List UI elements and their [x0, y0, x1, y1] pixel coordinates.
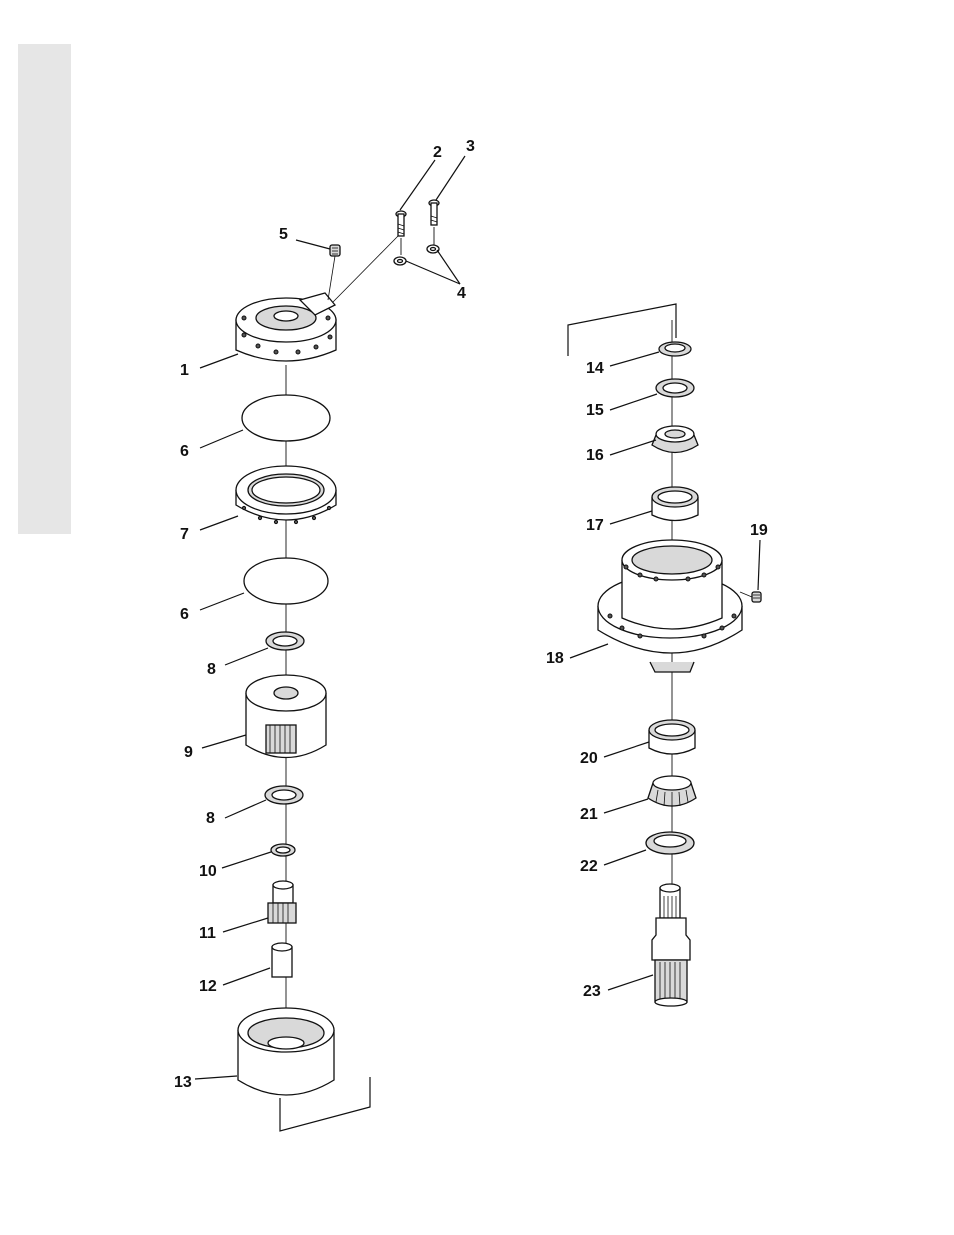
callout-3: 3: [466, 138, 475, 155]
part-21-bearing-cone: [648, 776, 696, 807]
callout-11: 11: [199, 925, 216, 942]
part-8-washer-upper: [266, 632, 304, 650]
callout-4: 4: [457, 285, 466, 302]
part-11-sun-gear: [268, 881, 296, 923]
part-13-hub: [238, 1008, 334, 1095]
part-6-gasket-lower: [244, 558, 328, 604]
callout-8-lower: 8: [206, 810, 215, 827]
part-22-seal: [646, 832, 694, 854]
callout-16: 16: [586, 447, 604, 464]
callout-8-upper: 8: [207, 661, 216, 678]
callout-6-upper: 6: [180, 443, 189, 460]
part-5-plug: [328, 245, 340, 300]
callout-20: 20: [580, 750, 598, 767]
callout-23: 23: [583, 983, 601, 1000]
callout-13: 13: [174, 1074, 192, 1091]
callout-5: 5: [279, 226, 288, 243]
part-14-seal: [659, 342, 691, 356]
callout-22: 22: [580, 858, 598, 875]
part-6-gasket-upper: [242, 395, 330, 441]
callout-1: 1: [180, 362, 189, 379]
part-9-carrier: [246, 675, 326, 758]
part-20-bearing-cup: [649, 720, 695, 754]
part-3-bolt: [429, 200, 439, 245]
callout-2: 2: [433, 144, 442, 161]
part-7-ring-gear: [236, 466, 336, 524]
part-17-bearing-cup: [652, 487, 698, 521]
callout-21: 21: [580, 806, 598, 823]
callout-7: 7: [180, 526, 189, 543]
part-23-output-shaft: [652, 884, 690, 1006]
callout-6-lower: 6: [180, 606, 189, 623]
part-12-spacer: [272, 943, 292, 977]
part-15-spacer: [656, 379, 694, 397]
left-assembly: [195, 156, 465, 1131]
callout-9: 9: [184, 744, 193, 761]
part-19-fitting: [740, 592, 761, 602]
callout-14: 14: [586, 360, 604, 377]
part-16-bearing-cone: [652, 426, 698, 453]
part-8-washer-lower: [265, 786, 303, 804]
callout-10: 10: [199, 863, 217, 880]
callout-15: 15: [586, 402, 604, 419]
part-18-hub-housing: [598, 540, 742, 672]
part-2-bolt: [396, 211, 406, 255]
part-1-cover: [236, 293, 336, 361]
callout-18: 18: [546, 650, 564, 667]
callout-19: 19: [750, 522, 768, 539]
part-10-ring: [271, 844, 295, 856]
callout-17: 17: [586, 517, 604, 534]
callout-12: 12: [199, 978, 217, 995]
